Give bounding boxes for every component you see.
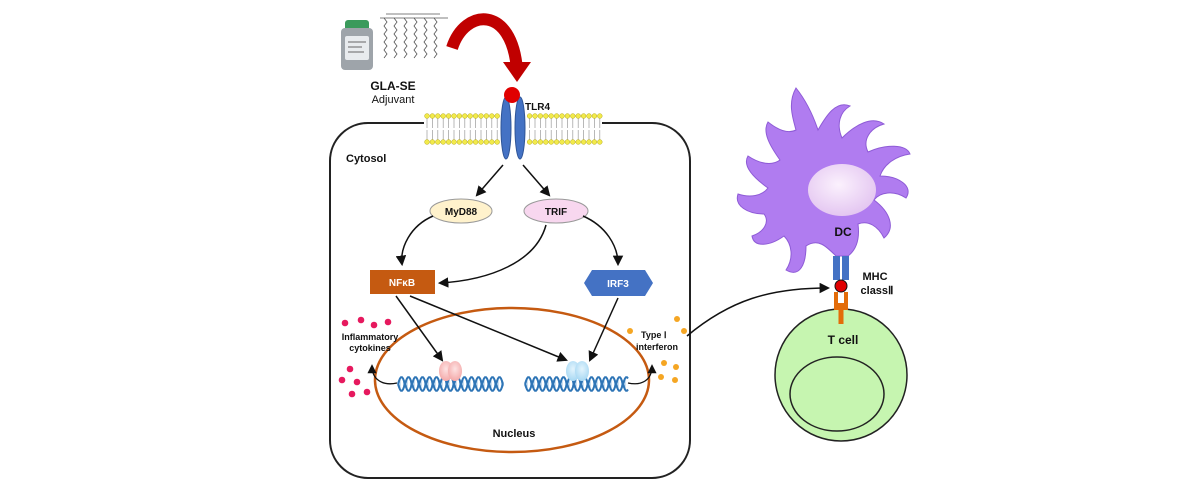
arrow-to-interferon [627, 364, 657, 385]
arrow-trif-to-irf3 [582, 215, 624, 267]
interferon-label-line2: interferon [636, 342, 678, 352]
trif-node [523, 198, 589, 224]
nucleus-outline [373, 306, 651, 454]
interferon-label-line1: Type Ⅰ [641, 330, 667, 340]
t-cell-label: T cell [828, 333, 859, 347]
cell-outline [329, 122, 691, 479]
lipid-structure-icon [380, 13, 448, 59]
tlr4-receptor-icon [500, 87, 526, 160]
t-cell-receptor-icon [834, 292, 848, 324]
dna-strand-right-icon [524, 376, 629, 392]
tlr4-label: TLR4 [525, 102, 550, 113]
mhc-label-line1: MHC [862, 271, 887, 283]
arrow-cell-to-dc [686, 282, 831, 337]
nfkb-label: NFκB [389, 278, 415, 289]
nfkb-dimer-icon [439, 361, 462, 381]
dc-label: DC [834, 225, 852, 239]
adjuvant-vial-icon [341, 20, 373, 70]
irf3-node [584, 270, 653, 296]
mhc-class2-icon [833, 256, 849, 293]
arrow-irf3-to-gene2 [588, 297, 619, 362]
arrow-nfkb-to-gene2 [409, 295, 568, 362]
arrow-nfkb-to-gene1 [395, 295, 444, 362]
binding-arrow-head [503, 62, 531, 82]
inflammatory-cytokines-icon [338, 316, 392, 398]
irf3-dimer-icon [566, 361, 589, 381]
adjuvant-name: GLA-SE [370, 79, 415, 93]
inflammatory-label-line2: cytokines [349, 343, 391, 353]
arrow-myd88-to-nfkb [395, 215, 434, 267]
inflammatory-label-line1: Inflammatory [342, 332, 399, 342]
arrow-tlr4-to-myd88 [475, 164, 504, 197]
nfkb-node [370, 270, 435, 294]
arrow-to-cytokines [367, 364, 398, 385]
nucleus-label: Nucleus [493, 428, 536, 440]
myd88-node [429, 198, 493, 224]
arrow-tlr4-to-trif [522, 164, 551, 197]
binding-arrow [446, 13, 523, 71]
trif-label: TRIF [545, 207, 567, 218]
adjuvant-subtitle: Adjuvant [372, 94, 415, 106]
arrow-trif-to-nfkb [437, 224, 547, 288]
myd88-label: MyD88 [445, 207, 478, 218]
dna-strand-left-icon [397, 376, 504, 392]
cell-membrane [424, 112, 603, 146]
cytosol-label: Cytosol [346, 153, 386, 165]
mhc-label-line2: classⅡ [861, 285, 894, 297]
irf3-label: IRF3 [607, 279, 629, 290]
type1-interferon-icon [627, 316, 687, 383]
dc-nucleus [808, 164, 876, 216]
t-cell-nucleus [789, 356, 885, 432]
ligand-icon [504, 87, 520, 103]
